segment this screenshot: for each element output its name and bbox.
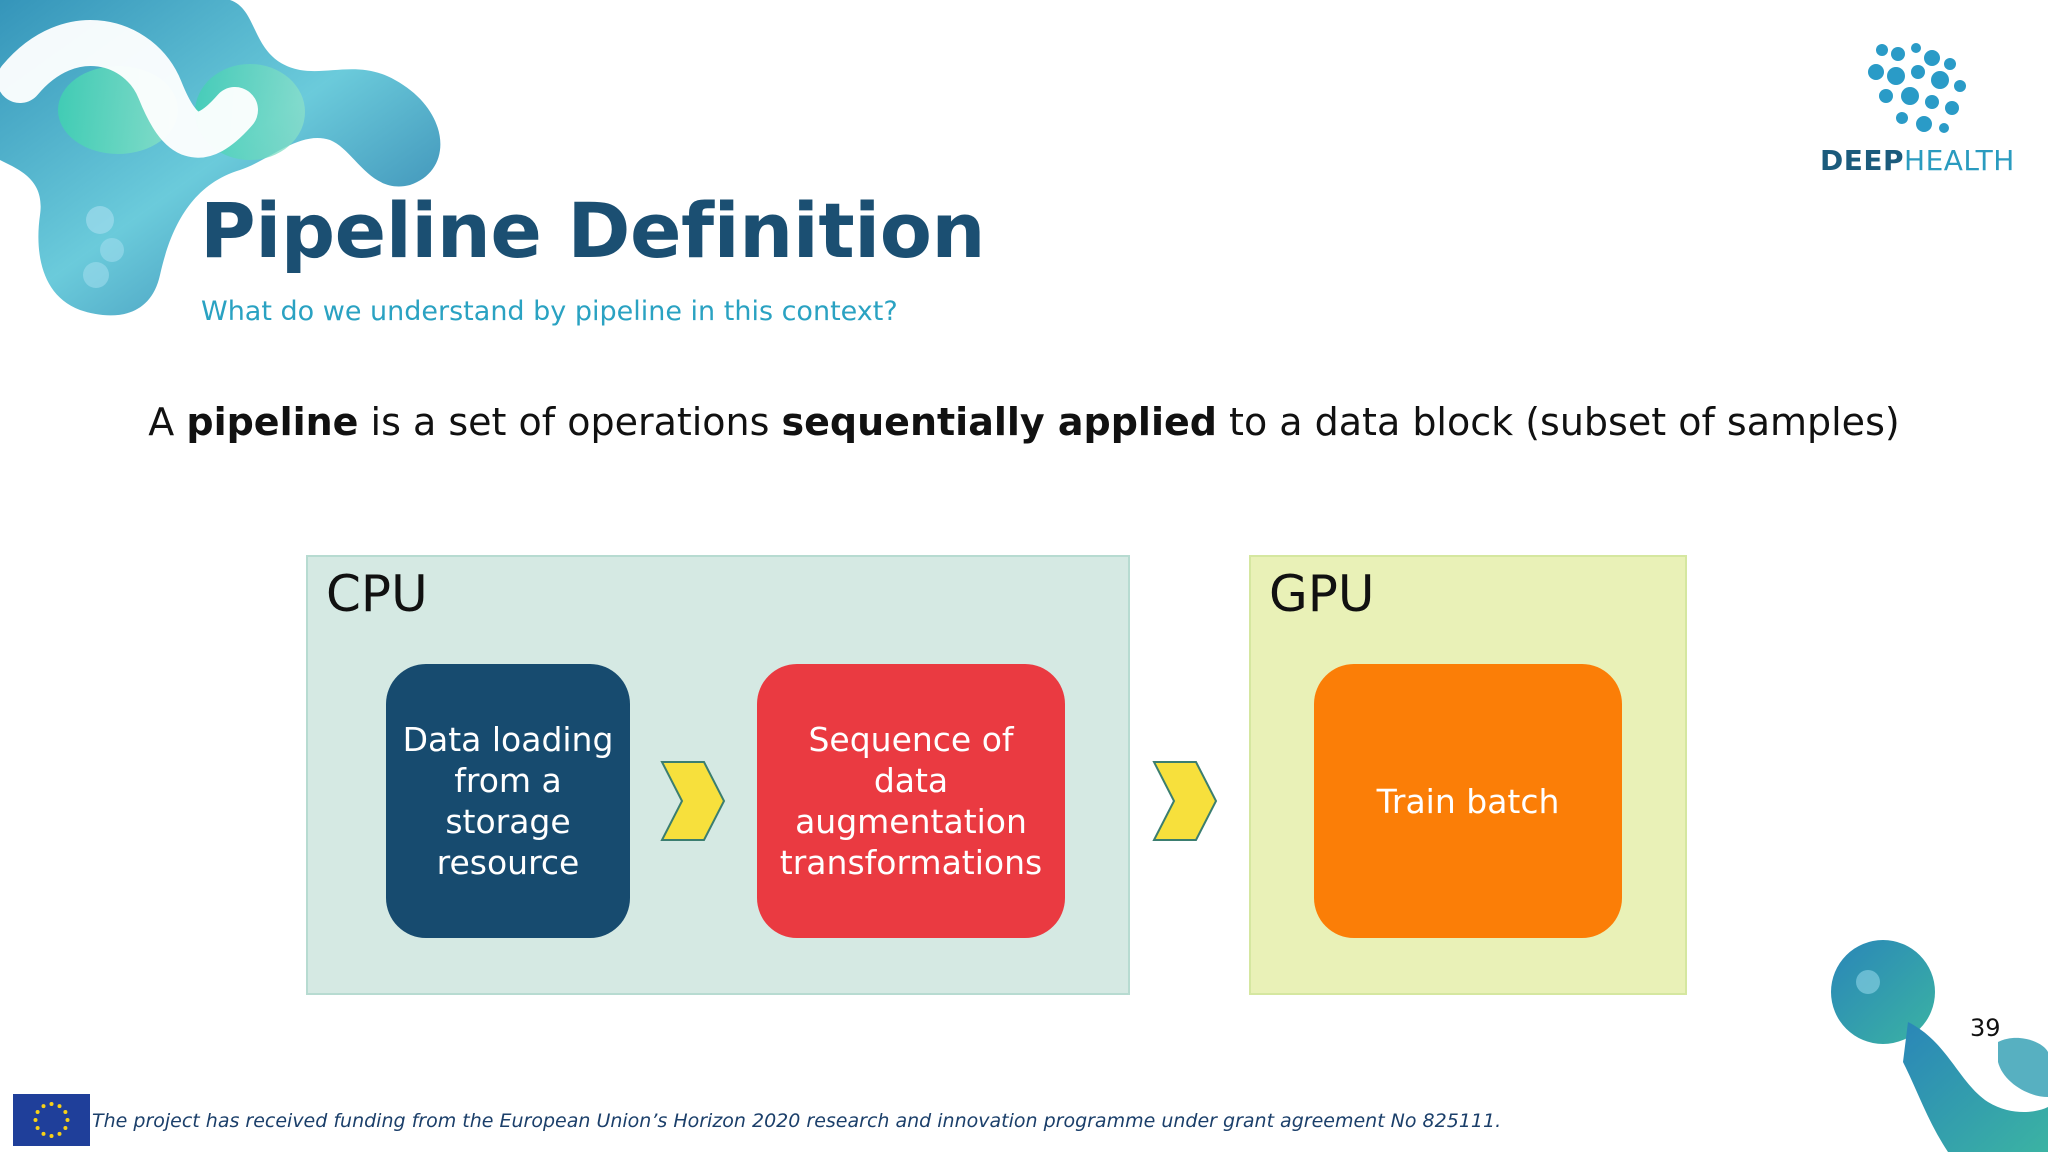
logo-wordmark: DEEPHEALTH <box>1820 144 2015 177</box>
deephealth-logo-icon <box>1868 43 1966 133</box>
funding-footer: The project has received funding from th… <box>92 1110 1502 1132</box>
train-batch-step: Train batch <box>1314 664 1622 938</box>
chevron-right-icon <box>660 761 726 841</box>
eu-flag-icon <box>13 1094 90 1146</box>
augmentation-label: Sequence of data augmentation transforma… <box>779 720 1043 882</box>
decorative-image-bottom-right <box>1831 940 2048 1152</box>
deephealth-logo: DEEPHEALTH <box>1820 40 2015 180</box>
decorative-image-top-left <box>0 0 441 316</box>
gpu-label: GPU <box>1269 565 1375 623</box>
chevron-right-icon <box>1152 761 1218 841</box>
train-batch-label: Train batch <box>1376 781 1560 821</box>
slide-subtitle: What do we understand by pipeline in thi… <box>201 296 898 327</box>
data-loading-label: Data loading from a storage resource <box>402 720 614 882</box>
data-loading-step: Data loading from a storage resource <box>386 664 630 938</box>
cpu-label: CPU <box>326 565 428 623</box>
slide-title: Pipeline Definition <box>200 186 986 275</box>
augmentation-step: Sequence of data augmentation transforma… <box>757 664 1065 938</box>
pipeline-definition-statement: A pipeline is a set of operations sequen… <box>148 400 1900 444</box>
page-number: 39 <box>1970 1014 2001 1042</box>
